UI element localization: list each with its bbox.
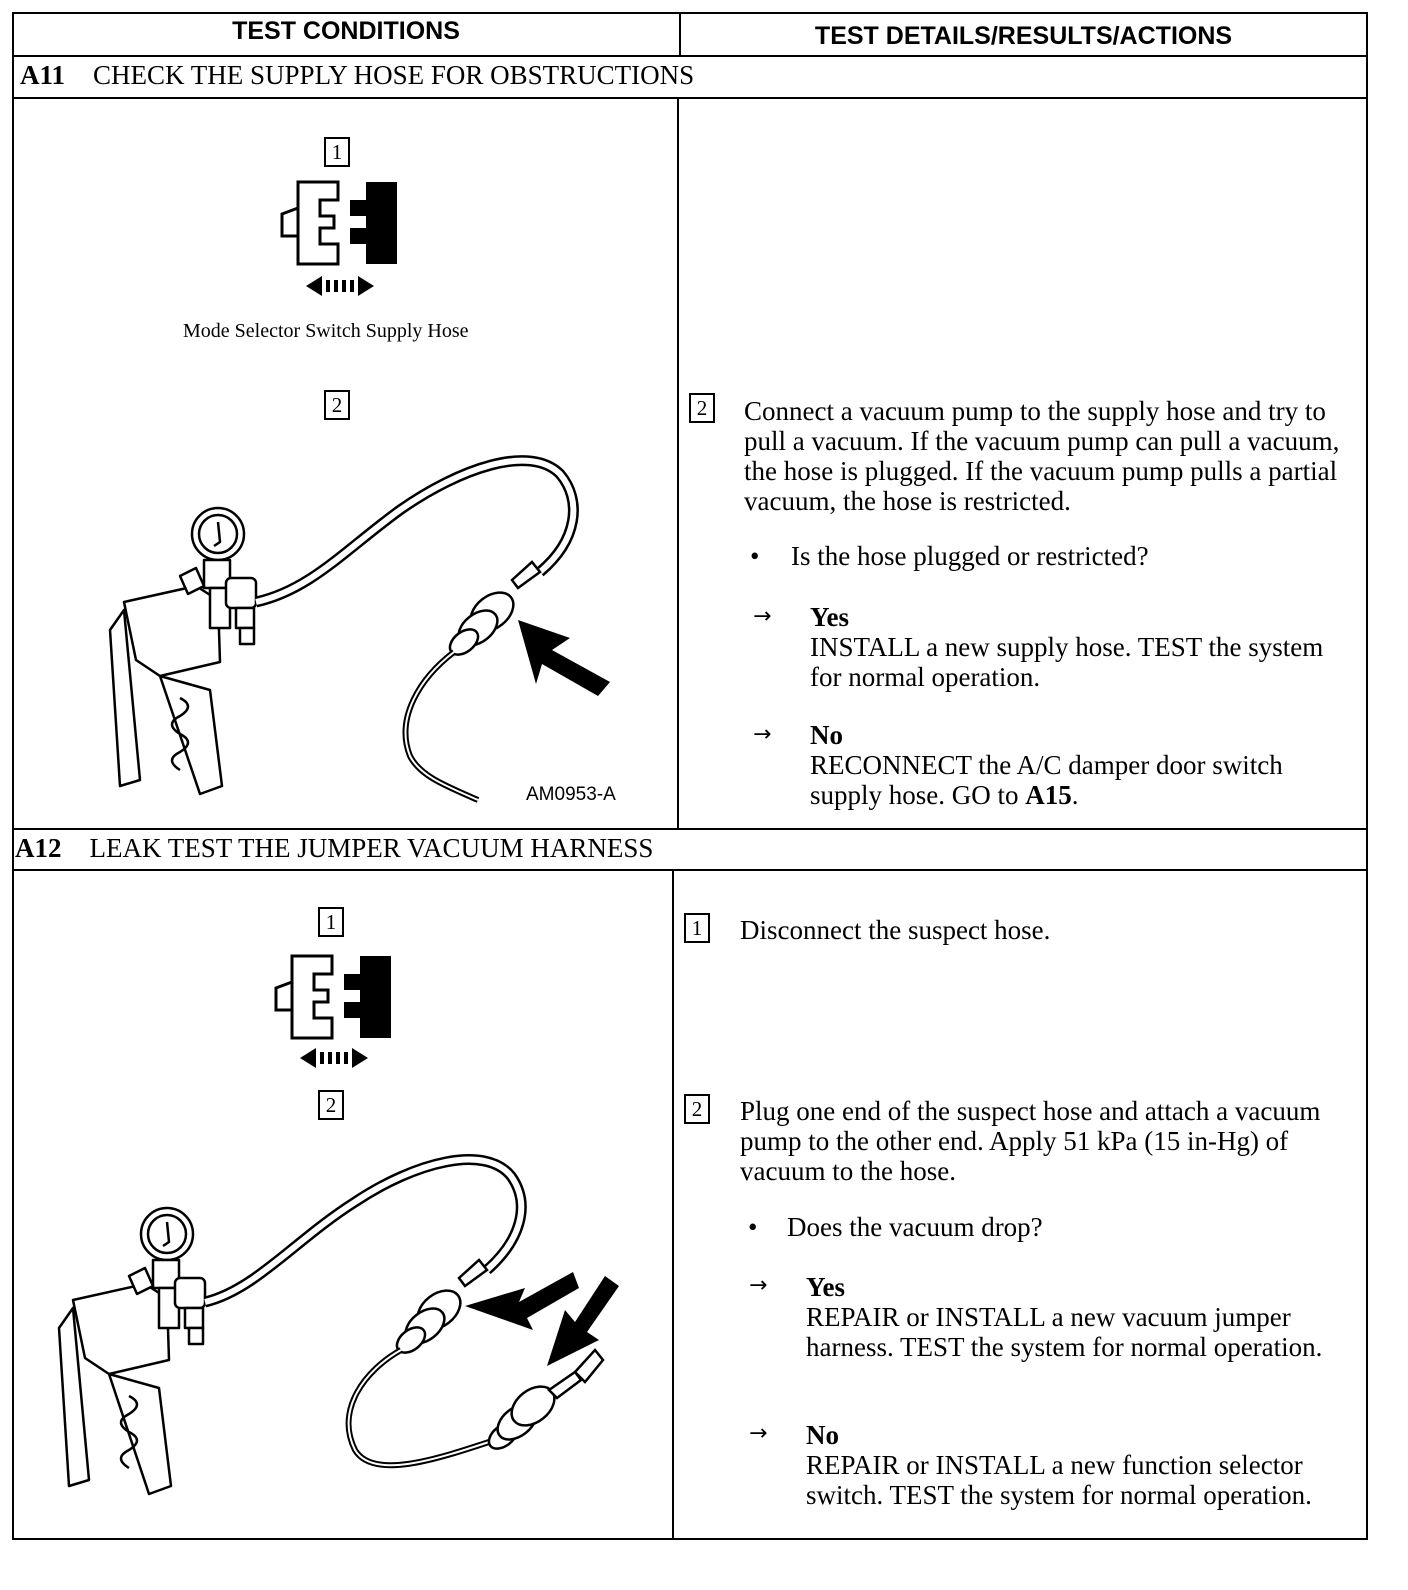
- a11-yes-arrow-icon: →: [753, 604, 772, 629]
- a11-title-divider: [12, 97, 1368, 99]
- a12-no-arrow-icon: →: [749, 1421, 768, 1446]
- a11-figure-caption: Mode Selector Switch Supply Hose: [183, 320, 469, 342]
- a12-vacuum-pump-illustration: [57, 1154, 619, 1496]
- a11-question-bullet: •: [750, 541, 760, 571]
- a11-no-text-end: .: [1071, 780, 1079, 810]
- a11-step-id: A11: [20, 60, 66, 90]
- a11-yes-result: Yes INSTALL a new supply hose. TEST the …: [810, 602, 1350, 692]
- a11-no-arrow-icon: →: [753, 722, 772, 747]
- a12-title-divider: [12, 869, 1368, 871]
- a12-disconnect-symbol: [274, 954, 391, 1068]
- a12-title-text: LEAK TEST THE JUMPER VACUUM HARNESS: [89, 833, 654, 863]
- a12-no-text: REPAIR or INSTALL a new function selecto…: [806, 1450, 1312, 1510]
- a12-yes-text: REPAIR or INSTALL a new vacuum jumper ha…: [806, 1302, 1323, 1362]
- a12-yes-result: Yes REPAIR or INSTALL a new vacuum jumpe…: [806, 1272, 1351, 1362]
- a12-step-id: A12: [15, 833, 62, 863]
- a11-figure-step-2-box: 2: [324, 390, 350, 420]
- a12-figure-step-1-box: 1: [318, 907, 344, 937]
- a11-disconnect-symbol: [280, 180, 397, 296]
- a12-yes-label: Yes: [806, 1272, 845, 1302]
- a12-detail-step-1-box: 1: [684, 913, 710, 943]
- a11-figure-code: AM0953-A: [526, 784, 616, 805]
- a12-yes-arrow-icon: →: [749, 1273, 768, 1298]
- a11-no-result: No RECONNECT the A/C damper door switch …: [810, 720, 1350, 810]
- a11-title-text: CHECK THE SUPPLY HOSE FOR OBSTRUCTIONS: [93, 60, 695, 90]
- frame-right: [1366, 12, 1368, 1540]
- header-test-conditions: TEST CONDITIONS: [232, 17, 460, 45]
- a11-section-title: A11 CHECK THE SUPPLY HOSE FOR OBSTRUCTION…: [20, 60, 694, 91]
- a12-detail-2-text: Plug one end of the suspect hose and att…: [740, 1096, 1321, 1186]
- column-divider-a12: [672, 869, 674, 1540]
- a12-question: Does the vacuum drop?: [787, 1212, 1043, 1242]
- a12-figure-step-2-box: 2: [318, 1090, 344, 1120]
- a12-no-result: No REPAIR or INSTALL a new function sele…: [806, 1420, 1351, 1510]
- header-test-details: TEST DETAILS/RESULTS/ACTIONS: [814, 22, 1233, 50]
- a11-figure-step-1-box: 1: [324, 137, 350, 167]
- a11-detail-step-2-box: 2: [689, 393, 715, 423]
- a12-no-label: No: [806, 1420, 839, 1450]
- a12-top-divider: [12, 828, 1368, 830]
- a11-no-text-main: RECONNECT the A/C damper door switch sup…: [810, 750, 1283, 810]
- a11-no-text-ref: A15: [1025, 780, 1072, 810]
- header-divider: [12, 55, 1368, 57]
- column-divider-a11: [677, 97, 679, 830]
- column-divider-header: [679, 12, 681, 57]
- a11-yes-label: Yes: [810, 602, 849, 632]
- frame-left: [12, 12, 14, 1540]
- a11-vacuum-pump-illustration: [108, 455, 610, 803]
- a11-question: Is the hose plugged or restricted?: [791, 541, 1149, 571]
- a12-section-title: A12 LEAK TEST THE JUMPER VACUUM HARNESS: [15, 833, 653, 864]
- frame-top: [12, 12, 1368, 14]
- a11-no-label: No: [810, 720, 843, 750]
- a11-yes-text: INSTALL a new supply hose. TEST the syst…: [810, 632, 1324, 692]
- a11-no-text: RECONNECT the A/C damper door switch sup…: [810, 750, 1350, 810]
- frame-bottom: [12, 1538, 1368, 1540]
- a12-detail-1-text: Disconnect the suspect hose.: [740, 915, 1051, 945]
- a12-question-bullet: •: [748, 1212, 758, 1242]
- a12-detail-step-2-box: 2: [684, 1094, 710, 1124]
- a11-detail-text: Connect a vacuum pump to the supply hose…: [744, 396, 1340, 516]
